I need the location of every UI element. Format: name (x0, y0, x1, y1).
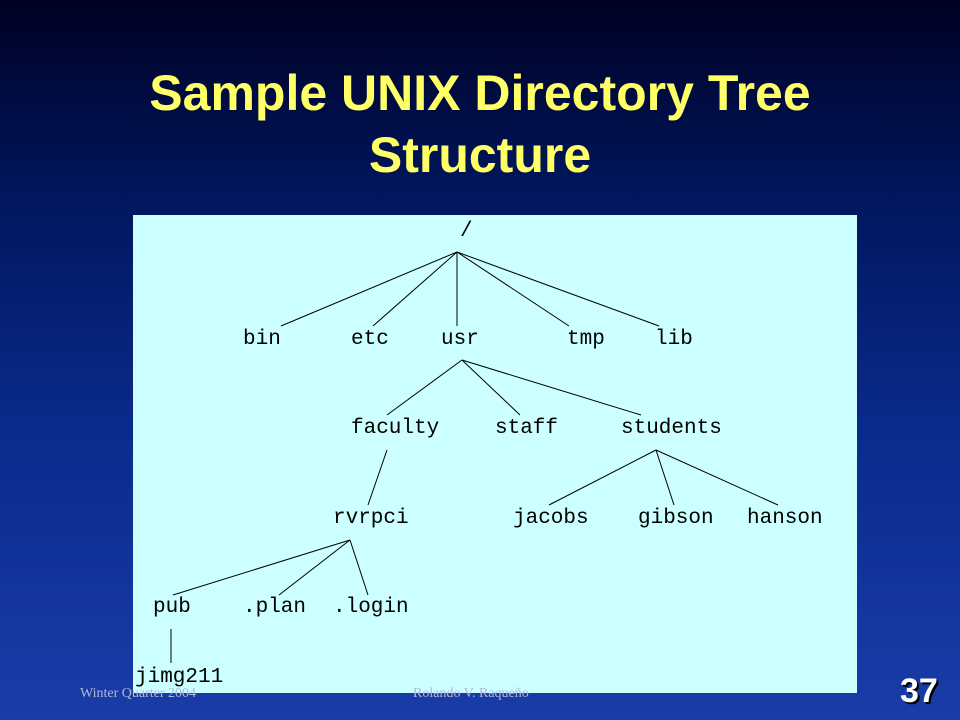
tree-node-jacobs: jacobs (513, 507, 589, 530)
tree-edge-students-hanson (655, 449, 779, 506)
tree-node-faculty: faculty (351, 417, 439, 440)
tree-edge-students-gibson (655, 449, 675, 506)
tree-node-etc: etc (351, 328, 389, 351)
tree-edge-usr-faculty (386, 359, 463, 416)
tree-node-students: students (621, 417, 722, 440)
tree-edge-students-jacobs (548, 449, 657, 506)
slide-title-line-2: Structure (368, 127, 592, 183)
tree-node-gibson: gibson (638, 507, 714, 530)
tree-edge-faculty-rvrpci (367, 449, 388, 506)
tree-node-staff: staff (495, 417, 558, 440)
tree-node-rvrpci: rvrpci (333, 507, 409, 530)
tree-node-bin: bin (243, 328, 281, 351)
tree-node-login: .login (333, 596, 409, 619)
tree-node-usr: usr (441, 328, 479, 351)
slide-title-line-1: Sample UNIX Directory Tree (149, 65, 811, 121)
tree-edge-root-bin (280, 251, 458, 327)
tree-node-hanson: hanson (747, 507, 823, 530)
tree-node-tmp: tmp (567, 328, 605, 351)
footer-author: Rolando V. Raqueño (413, 686, 529, 701)
tree-edge-root-lib (456, 251, 660, 327)
tree-node-lib: lib (655, 328, 693, 351)
tree-node-plan: .plan (243, 596, 306, 619)
tree-edge-rvrpci-pub (172, 539, 351, 596)
tree-node-jimg211: jimg211 (135, 666, 223, 689)
directory-tree-panel: / bin etc usr tmp lib faculty staff students rvrp… (133, 215, 857, 693)
tree-nodes: / bin etc usr tmp lib faculty staff students rvrp… (135, 220, 823, 689)
tree-edge-usr-staff (461, 359, 521, 416)
tree-node-root: / (460, 220, 473, 243)
tree-edge-rvrpci-plan (278, 539, 351, 596)
tree-edge-root-etc (372, 251, 458, 327)
slide-title: Sample UNIX Directory Tree Structure (0, 62, 960, 186)
tree-edge-rvrpci-login (349, 539, 369, 596)
footer-date: Winter Quarter 2004 (80, 686, 197, 701)
tree-edge-usr-students (461, 359, 642, 416)
slide-number: 37 (900, 672, 938, 710)
tree-node-pub: pub (153, 596, 191, 619)
directory-tree-diagram: / bin etc usr tmp lib faculty staff students rvrp… (135, 220, 823, 689)
tree-edge-root-tmp (456, 251, 570, 327)
tree-edges (170, 251, 779, 663)
